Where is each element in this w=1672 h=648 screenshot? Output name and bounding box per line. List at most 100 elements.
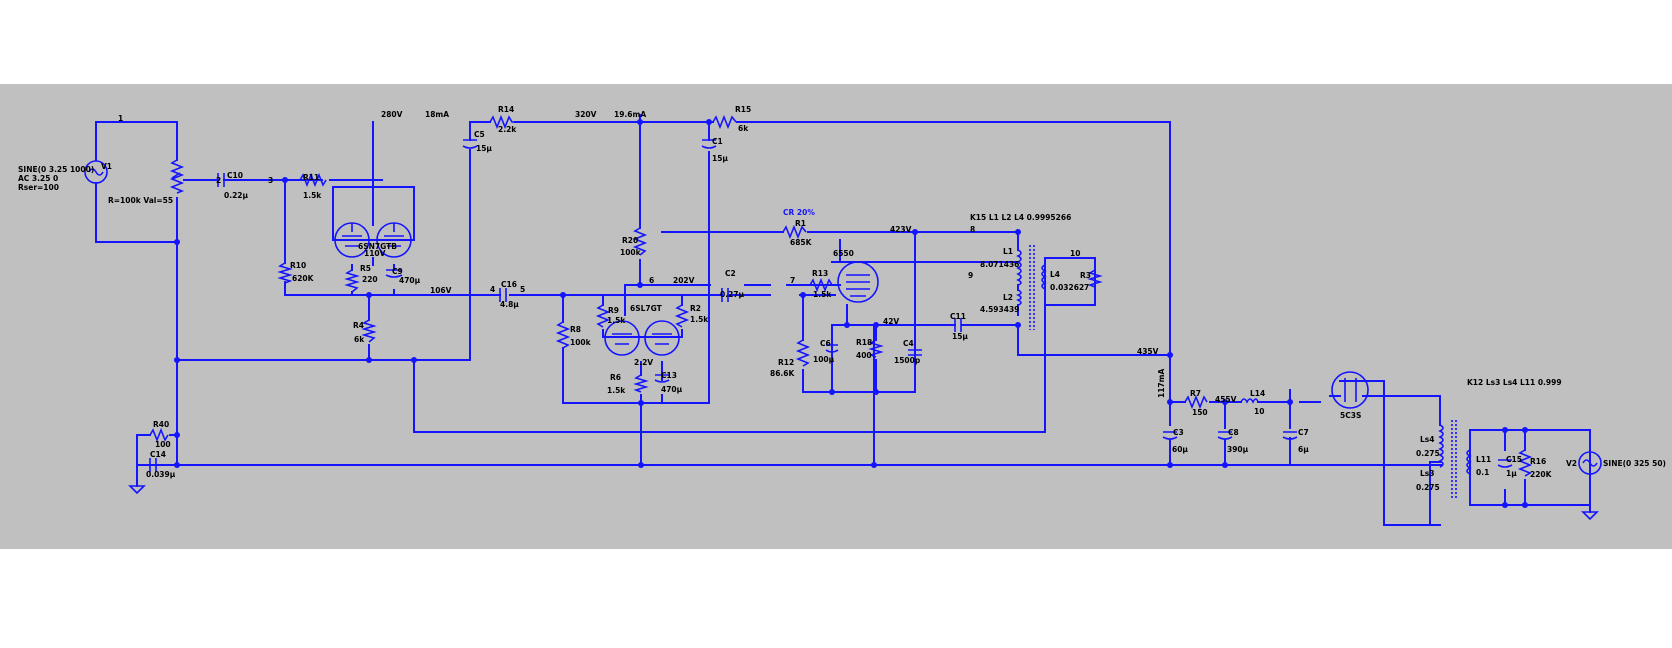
tube3-label: 6550 xyxy=(833,249,854,258)
c4-label: C4 xyxy=(903,339,914,348)
c8-val: 390µ xyxy=(1227,445,1249,454)
r5-label: R5 xyxy=(360,264,371,273)
r13-val: 1.5k xyxy=(813,290,832,299)
c5-val: 15µ xyxy=(476,144,492,153)
r3-label: R3 xyxy=(1080,271,1091,280)
c9-label: C9 xyxy=(392,267,403,276)
v1-spec2: AC 3.25 0 xyxy=(18,174,58,183)
node3-label: 3 xyxy=(268,176,273,185)
r11-label: R11 xyxy=(303,173,319,182)
c3-val: 60µ xyxy=(1172,445,1188,454)
v106-label: 106V xyxy=(430,286,452,295)
c15-val: 1µ xyxy=(1506,469,1517,478)
ls4-val: 0.275 xyxy=(1416,449,1440,458)
v22-label: 2.2V xyxy=(634,358,653,367)
r12-label: R12 xyxy=(778,358,794,367)
c10-label: C10 xyxy=(227,171,243,180)
c16-val: 4.8µ xyxy=(500,300,519,309)
c13-label: C13 xyxy=(661,371,677,380)
v110-label: 110V xyxy=(364,249,386,258)
labels: SINE(0 3.25 1000) AC 3.25 0 Rser=100 V1 … xyxy=(18,105,1666,492)
r6-label: R6 xyxy=(610,373,621,382)
c2-val: 0.27µ xyxy=(720,290,745,299)
r20-val: 100k xyxy=(620,248,642,257)
ground-symbols xyxy=(128,485,1599,521)
c7-label: C7 xyxy=(1298,428,1309,437)
k12-directive: K12 Ls3 Ls4 L11 0.999 xyxy=(1467,378,1562,387)
r4-val: 6k xyxy=(354,335,365,344)
r4-label: R4 xyxy=(353,321,364,330)
r14-val: 2.2k xyxy=(498,125,517,134)
l11-label: L11 xyxy=(1476,455,1491,464)
ls3-val: 0.275 xyxy=(1416,483,1440,492)
r1-label: R1 xyxy=(795,219,806,228)
c1-val: 15µ xyxy=(712,154,728,163)
c2-label: C2 xyxy=(725,269,736,278)
v202-label: 202V xyxy=(673,276,695,285)
i18-label: 18mA xyxy=(425,110,449,119)
r14-label: R14 xyxy=(498,105,514,114)
r6-val: 1.5k xyxy=(607,386,626,395)
l11-val: 0.1 xyxy=(1476,468,1489,477)
r20-label: R20 xyxy=(622,236,638,245)
r5-val: 220 xyxy=(362,275,378,284)
r15-label: R15 xyxy=(735,105,751,114)
v1-spec1: SINE(0 3.25 1000) xyxy=(18,165,94,174)
r18-val: 400 xyxy=(856,351,872,360)
c14-label: C14 xyxy=(150,450,166,459)
r15-val: 6k xyxy=(738,124,749,133)
v2-label: V2 xyxy=(1566,459,1577,468)
node4-label: 4 xyxy=(490,285,495,294)
node9-label: 9 xyxy=(968,271,973,280)
c11-label: C11 xyxy=(950,312,966,321)
l1-val: 8.071436 xyxy=(980,260,1019,269)
r1-val: 685K xyxy=(790,238,813,247)
wires xyxy=(95,114,1591,526)
c6-val: 100µ xyxy=(813,355,835,364)
node8-label: 8 xyxy=(970,225,975,234)
c1-label: C1 xyxy=(712,137,723,146)
c3-label: C3 xyxy=(1173,428,1184,437)
capacitors xyxy=(217,139,1513,468)
r12-val: 86.6K xyxy=(770,369,796,378)
i117-label: 117mA xyxy=(1157,369,1166,398)
node2-label: 2 xyxy=(216,176,221,185)
r2-label: R2 xyxy=(690,304,701,313)
c15-label: C15 xyxy=(1506,455,1522,464)
v1-label: V1 xyxy=(101,162,112,171)
node1-label: 1 xyxy=(118,114,123,123)
r40-label: R40 xyxy=(153,420,169,429)
c11-val: 15µ xyxy=(952,332,968,341)
r16-val: 220K xyxy=(1530,470,1553,479)
r10-label: R10 xyxy=(290,261,306,270)
r13-label: R13 xyxy=(812,269,828,278)
junction-dots xyxy=(174,119,1528,508)
ls4-label: Ls4 xyxy=(1420,435,1434,444)
v1-spec3: Rser=100 xyxy=(18,183,59,192)
tube4-label: 5C3S xyxy=(1340,411,1361,420)
r18-label: R18 xyxy=(856,338,872,347)
l2-val: 4.593439 xyxy=(980,305,1019,314)
c6-label: C6 xyxy=(820,339,831,348)
v2-spec: SINE(0 325 50) xyxy=(1603,459,1666,468)
c7-val: 6µ xyxy=(1298,445,1309,454)
r40-val: 100 xyxy=(155,440,171,449)
r3-val: 7 xyxy=(1084,283,1089,292)
l14-label: L14 xyxy=(1250,389,1265,398)
cr-directive: CR 20% xyxy=(783,208,815,217)
l2-label: L2 xyxy=(1003,293,1013,302)
c14-cap xyxy=(137,458,177,472)
l14-val: 10 xyxy=(1254,407,1264,416)
c10-val: 0.22µ xyxy=(224,191,249,200)
l4-label: L4 xyxy=(1050,270,1060,279)
r11-val: 1.5k xyxy=(303,191,322,200)
r9-val: 1.5k xyxy=(607,316,626,325)
r7-label: R7 xyxy=(1190,389,1201,398)
tube2-label: 6SL7GT xyxy=(630,304,663,313)
r7-val: 150 xyxy=(1192,408,1208,417)
tubes xyxy=(334,222,1369,409)
c9-val: 470µ xyxy=(399,276,421,285)
l1-label: L1 xyxy=(1003,247,1013,256)
v455-label: 455V xyxy=(1215,395,1237,404)
r2-val: 1.5k xyxy=(690,315,709,324)
